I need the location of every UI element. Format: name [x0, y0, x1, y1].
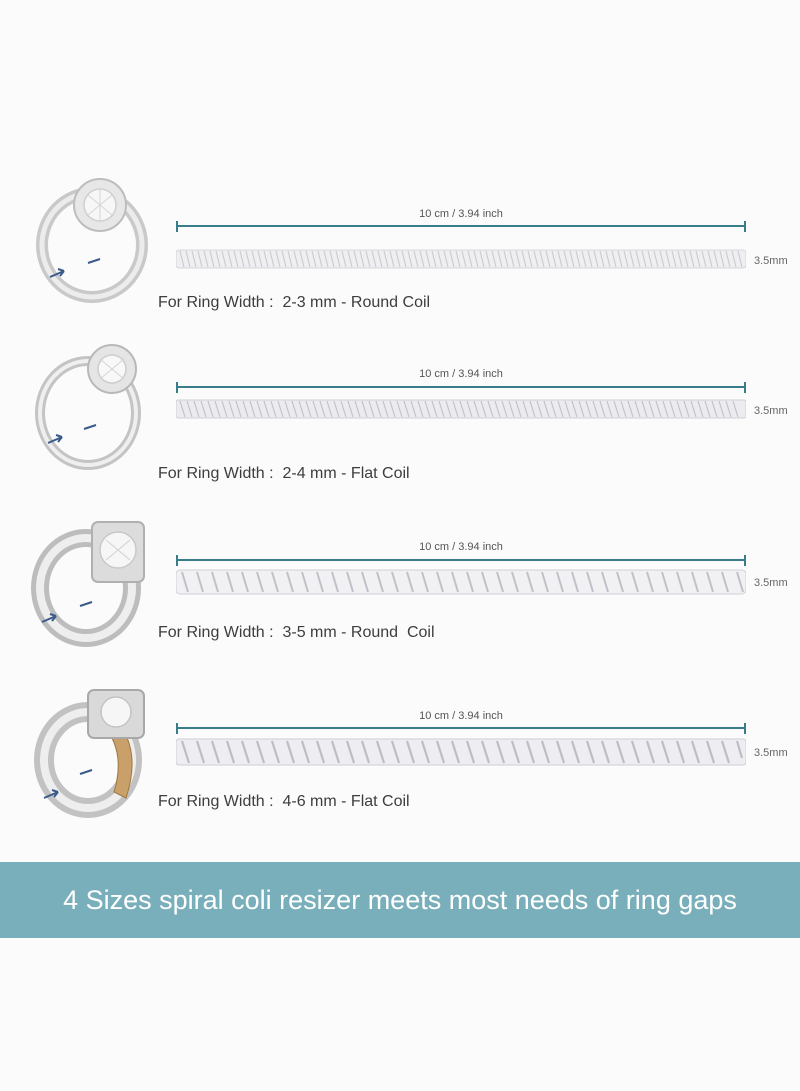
measure-line: [176, 555, 746, 566]
thickness-label: 3.5mm: [754, 405, 788, 417]
round-coil-image: [176, 249, 746, 269]
round-coil-image: [176, 569, 746, 595]
measure-line: [176, 221, 746, 232]
ring-width-label: For Ring Width : 3-5 mm - Round Coil: [158, 624, 435, 641]
caption-banner: 4 Sizes spiral coli resizer meets most n…: [0, 862, 800, 938]
size-row-2: 10 cm / 3.94 inch 3.5mm For Ring Width :…: [0, 335, 800, 495]
solitaire-ring-image-2: [35, 344, 141, 470]
wide-band-ring-image: [31, 521, 145, 647]
thickness-label: 3.5mm: [754, 255, 788, 267]
length-label: 10 cm / 3.94 inch: [419, 208, 503, 220]
length-label: 10 cm / 3.94 inch: [419, 541, 503, 553]
measure-line: [176, 723, 746, 734]
flat-coil-image: [176, 738, 746, 766]
flat-coil-image: [176, 399, 746, 419]
length-label: 10 cm / 3.94 inch: [419, 368, 503, 380]
size-row-3: 10 cm / 3.94 inch 3.5mm For Ring Width :…: [0, 505, 800, 670]
ring-width-label: For Ring Width : 2-3 mm - Round Coil: [158, 294, 431, 311]
length-label: 10 cm / 3.94 inch: [419, 710, 503, 722]
solitaire-ring-image-1: [36, 178, 148, 303]
gold-silver-band-ring-image: [34, 689, 145, 818]
ring-width-label: For Ring Width : 2-4 mm - Flat Coil: [158, 465, 410, 482]
thickness-label: 3.5mm: [754, 577, 788, 589]
size-row-1: 10 cm / 3.94 inch 3.5mm For Ring Width :…: [0, 160, 800, 320]
thickness-label: 3.5mm: [754, 747, 788, 759]
size-row-4: 10 cm / 3.94 inch 3.5mm For Ring Width :…: [0, 675, 800, 825]
ring-width-label: For Ring Width : 4-6 mm - Flat Coil: [158, 793, 410, 810]
banner-text: 4 Sizes spiral coli resizer meets most n…: [63, 885, 737, 915]
measure-line: [176, 382, 746, 393]
